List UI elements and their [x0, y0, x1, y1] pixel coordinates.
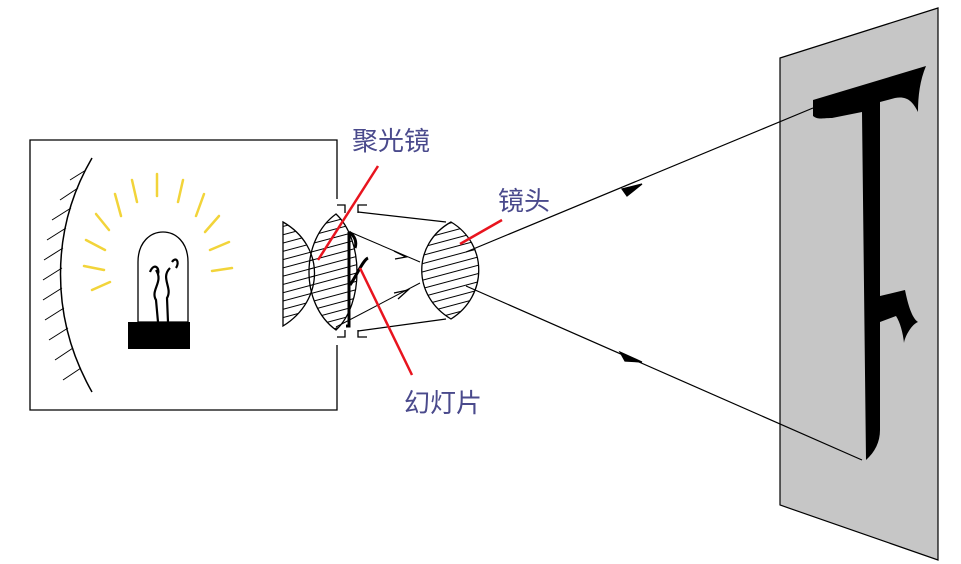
lens-tube — [337, 204, 447, 338]
bulb-base — [128, 322, 190, 349]
lens-label: 镜头 — [498, 187, 550, 217]
bulb-glow-rays — [82, 172, 234, 292]
condenser-pointer — [316, 165, 380, 261]
objective-lens — [421, 221, 480, 320]
projector-housing — [29, 139, 338, 411]
lens-pointer — [459, 218, 503, 246]
pointer-lines — [316, 165, 503, 376]
reflector-mirror — [42, 157, 93, 393]
light-bulb — [82, 172, 234, 349]
projection-rays — [465, 107, 863, 461]
projection-screen — [779, 7, 939, 561]
condenser-lens — [282, 213, 358, 331]
projected-image — [813, 66, 926, 460]
condenser-label: 聚光镜 — [352, 127, 430, 157]
slide-pointer — [358, 267, 414, 376]
slide-label: 幻灯片 — [404, 389, 482, 419]
